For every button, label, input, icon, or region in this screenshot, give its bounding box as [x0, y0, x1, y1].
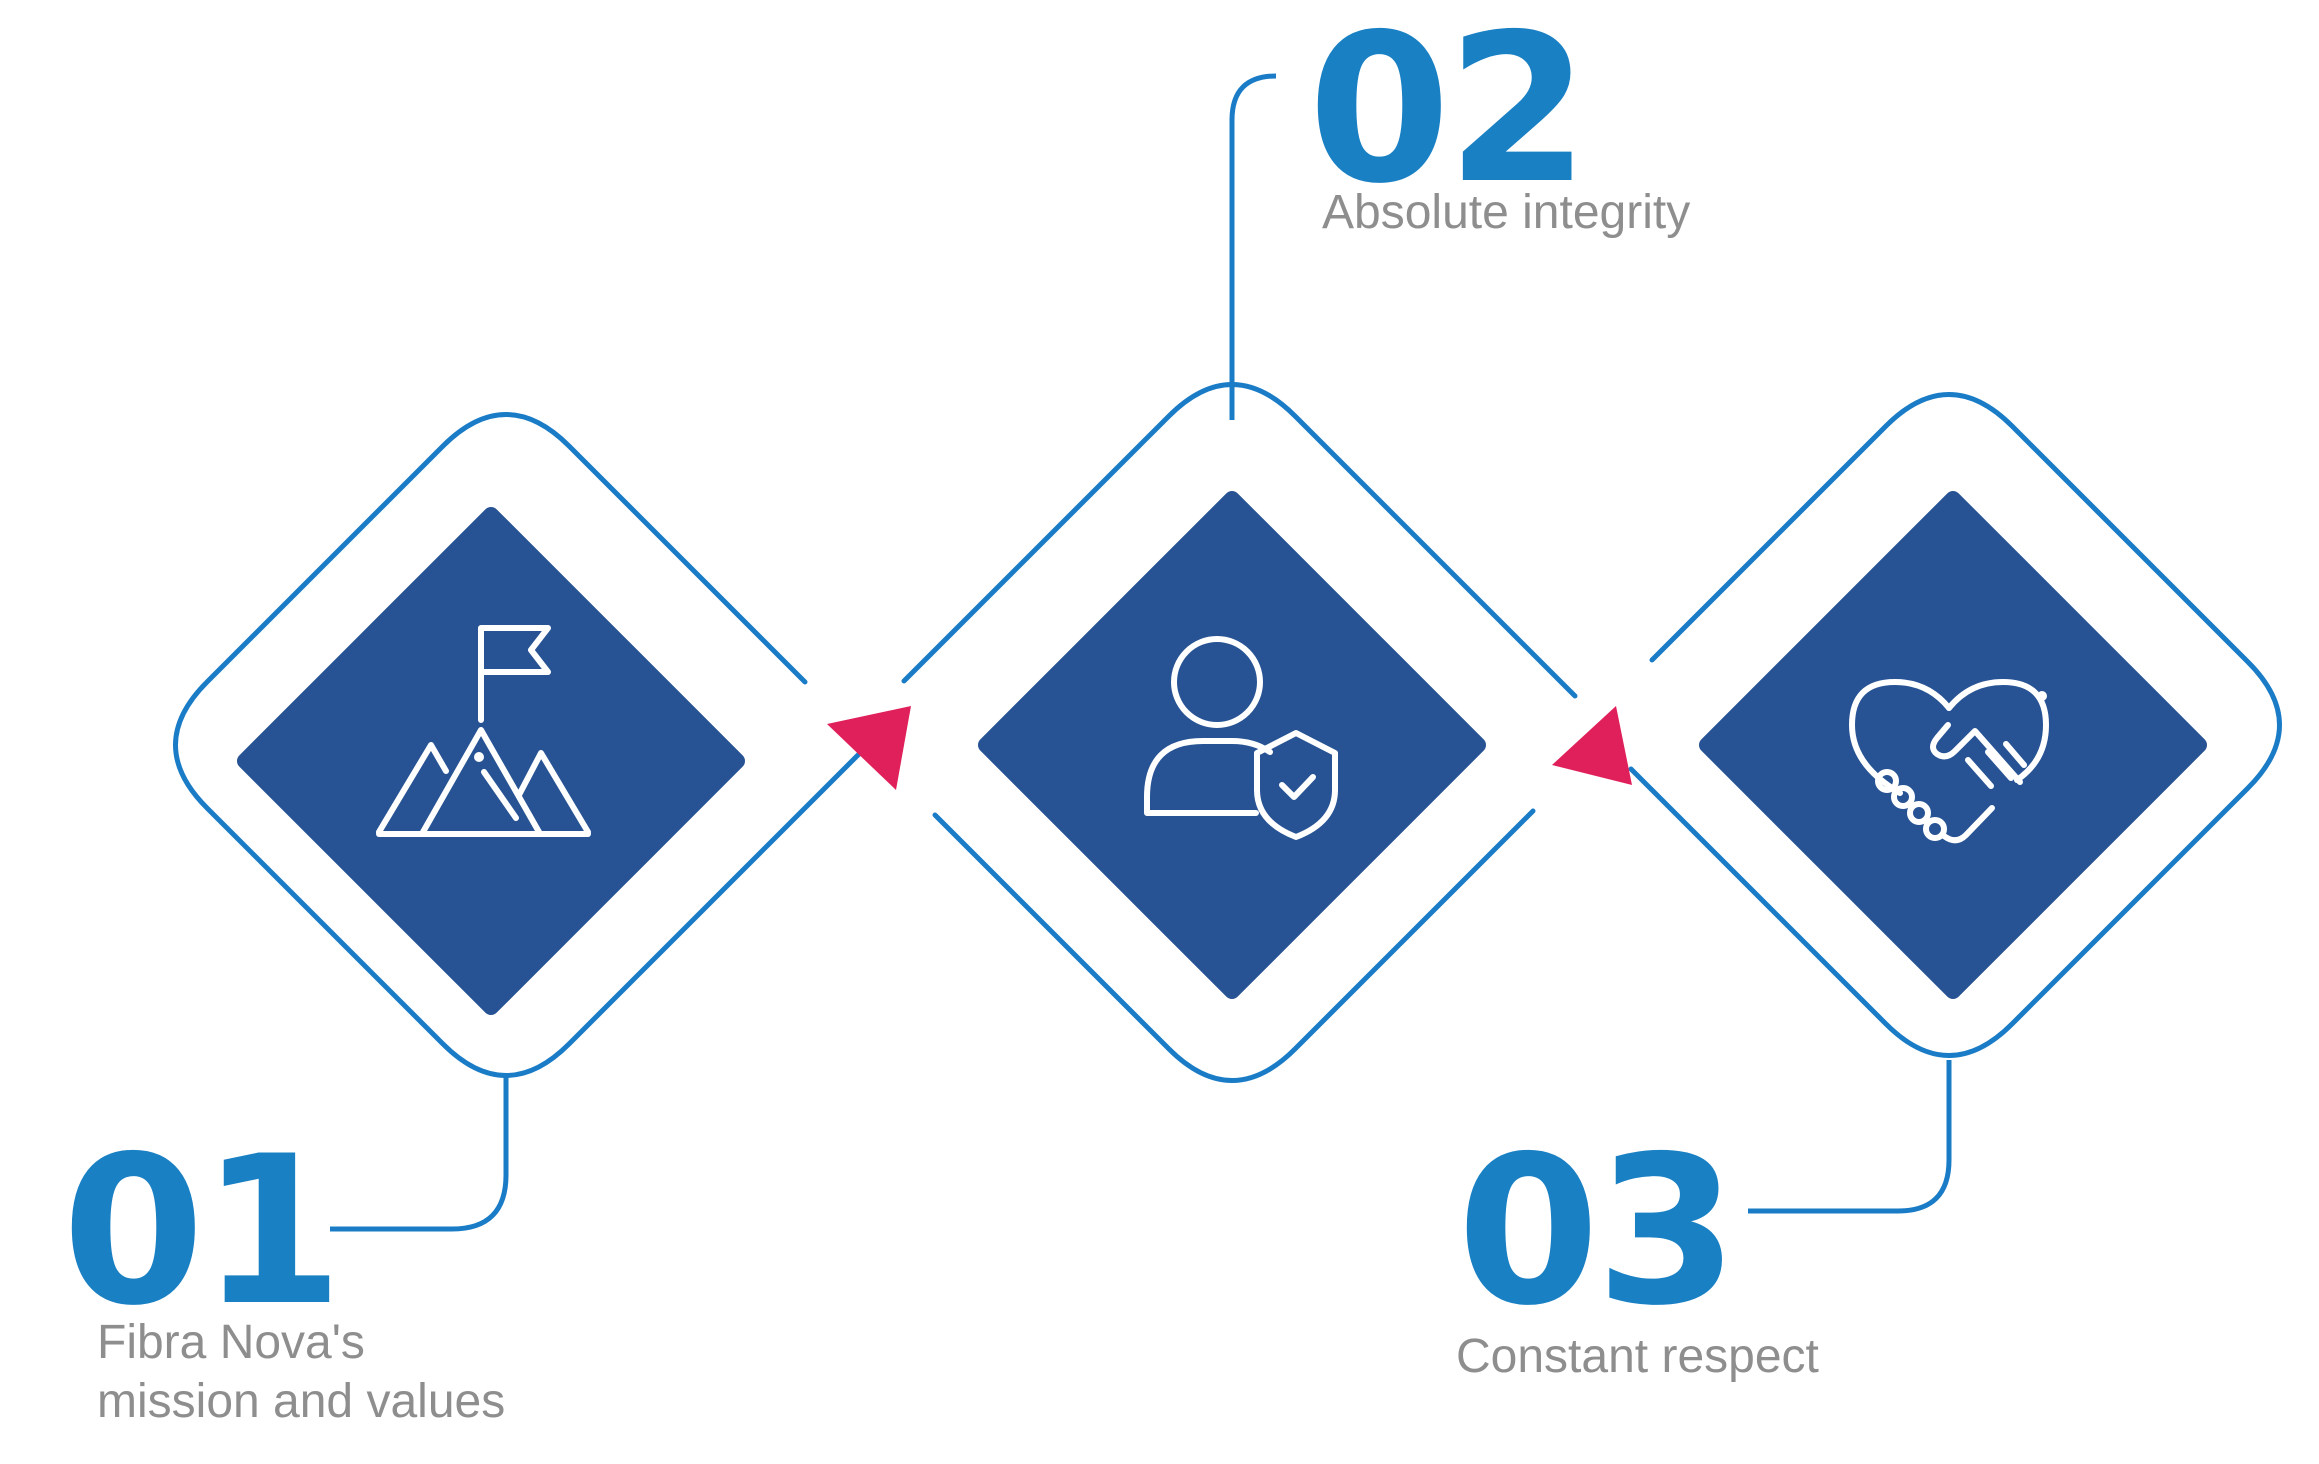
connector-01 [330, 1075, 509, 1232]
arrow-02-to-03 [1552, 706, 1632, 785]
step-03-number: 03 [1457, 1113, 1738, 1351]
connector-02 [1229, 73, 1277, 420]
step-01-caption-line1: Fibra Nova's [97, 1316, 365, 1369]
step-03-diamond [1699, 491, 2207, 999]
step-03-caption: Constant respect [1456, 1330, 1819, 1383]
step-01-caption-line2: mission and values [97, 1375, 506, 1428]
arrow-01-to-02 [827, 706, 911, 790]
step-01-diamond [237, 507, 745, 1015]
user-shield-icon [1144, 636, 1338, 840]
step-02-number: 02 [1308, 0, 1589, 229]
step-02-caption: Absolute integrity [1322, 186, 1691, 239]
step-01-number: 01 [62, 1113, 343, 1351]
step-03-outline [1628, 392, 2282, 1058]
step-01-outline [173, 412, 873, 1078]
mountain-flag-icon [376, 625, 591, 837]
step-02-diamond [978, 491, 1486, 999]
step-02-outline [901, 382, 1578, 1083]
heart-handshake-icon [1849, 679, 2049, 844]
connector-03 [1748, 1060, 1952, 1214]
